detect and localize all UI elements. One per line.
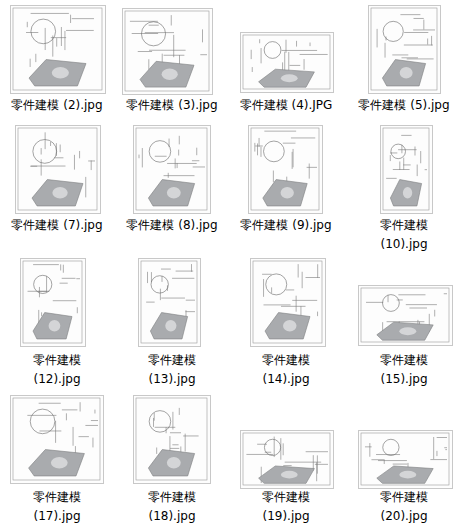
thumbnail-image — [359, 286, 453, 346]
thumbnail-image — [241, 33, 334, 93]
file-name: 零件建模 (4).JPG — [226, 96, 346, 115]
file-name: 零件建模 (20).jpg — [361, 488, 447, 526]
thumbnail-image — [251, 259, 326, 347]
file-name: 零件建模 (7).jpg — [0, 216, 117, 235]
thumbnail-image — [134, 126, 211, 214]
thumbnail-image — [241, 431, 334, 489]
thumbnail-image — [16, 126, 101, 214]
thumbnail-image — [21, 259, 86, 347]
thumbnail-image — [11, 6, 106, 94]
file-name: 零件建模 (3).jpg — [112, 96, 232, 115]
file-name: 零件建模 (17).jpg — [14, 488, 100, 526]
thumbnail-image — [11, 396, 104, 484]
file-name: 零件建模 (18).jpg — [129, 488, 215, 526]
file-name: 零件建模 (10).jpg — [361, 216, 447, 254]
file-name: 零件建模 (2).jpg — [0, 96, 117, 115]
file-name: 零件建模 (15).jpg — [361, 351, 447, 389]
thumbnail-image — [359, 431, 453, 489]
thumbnail-image — [369, 6, 441, 94]
thumbnail-image — [123, 9, 213, 95]
thumbnail-image — [381, 126, 433, 214]
file-name: 零件建模 (9).jpg — [226, 216, 346, 235]
file-name: 零件建模 (5).jpg — [344, 96, 455, 115]
file-name: 零件建模 (8).jpg — [112, 216, 232, 235]
thumbnail-image — [139, 259, 201, 347]
file-name: 零件建模 (19).jpg — [243, 488, 329, 526]
file-name: 零件建模 (14).jpg — [243, 351, 329, 389]
file-name: 零件建模 (13).jpg — [129, 351, 215, 389]
file-name: 零件建模 (12).jpg — [14, 351, 100, 389]
thumbnail-image — [249, 126, 323, 214]
thumbnail-image — [134, 396, 211, 484]
